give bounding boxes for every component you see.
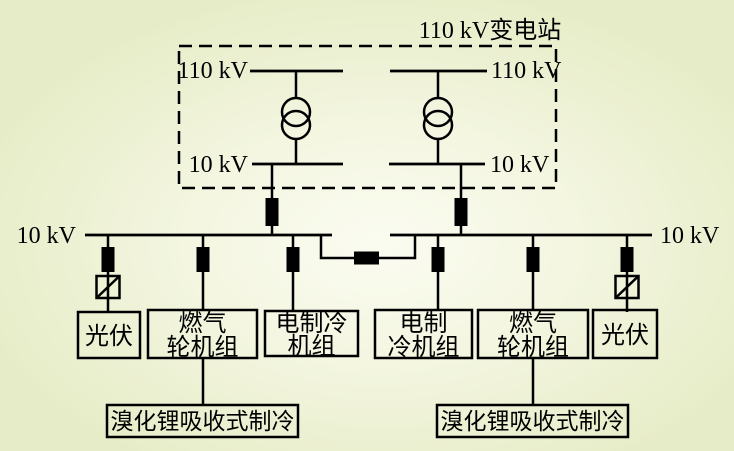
bus-tie [319,235,417,265]
hv-bus-right-label: 110 kV [491,58,562,84]
feeder-chiller-right [431,235,445,310]
load-box-gas-right-line1: 燃气 [509,310,557,337]
breaker-station-right-icon [454,198,468,226]
feeder-gas-left [196,235,210,310]
main-bus-left-label: 10 kV [17,223,77,249]
station-feeder-right [454,164,468,235]
breaker-gas-right-icon [526,247,540,272]
pv-inverter-left-icon [95,274,121,300]
pv-inverter-right-icon [614,274,640,300]
feeder-pv-left [95,235,121,312]
breaker-station-left-icon [265,198,279,226]
load-box-gas-left: 燃气 轮机组 [146,308,259,361]
substation-boundary [177,44,558,190]
breaker-pv-right-icon [620,247,634,272]
transformer-right-icon [422,71,454,164]
breaker-pv-left-icon [101,247,115,272]
feeder-chiller-left [286,235,300,310]
load-box-gas-left-line2: 轮机组 [167,334,239,361]
libr-chiller-left-label: 溴化锂吸收式制冷 [111,409,295,434]
load-box-gas-left-line1: 燃气 [179,310,227,337]
breaker-chiller-right-icon [431,247,445,272]
tie-breaker-icon [354,251,379,265]
mv-inner-left-label: 10 kV [189,152,249,178]
breaker-gas-left-icon [196,247,210,272]
load-box-chiller-right-line2: 冷机组 [388,334,460,361]
substation-title: 110 kV变电站 [419,17,561,44]
substation-group: 110 kV变电站 110 kV 110 kV 10 kV 10 kV [177,17,562,190]
feeder-pv-right [614,235,640,312]
mv-inner-right-label: 10 kV [490,152,550,178]
libr-chiller-right: 溴化锂吸收式制冷 [435,358,630,439]
breaker-chiller-left-icon [286,247,300,272]
transformer-left-icon [280,71,312,164]
libr-chiller-right-label: 溴化锂吸收式制冷 [441,409,625,434]
main-bus-right-label: 10 kV [660,223,720,249]
load-box-chiller-right-line1: 电制 [400,310,448,337]
load-box-pv-right: 光伏 [591,308,659,360]
load-box-chiller-left-line1: 电制冷 [276,310,348,337]
hv-bus-left-label: 110 kV [178,58,249,84]
load-box-chiller-right: 电制 冷机组 [373,308,474,361]
load-box-chiller-left-line2: 机组 [288,333,336,360]
station-feeder-left [265,164,279,235]
load-box-gas-right-line2: 轮机组 [497,334,569,361]
load-box-pv-left: 光伏 [76,310,142,360]
load-box-chiller-left: 电制冷 机组 [263,309,360,360]
libr-chiller-left: 溴化锂吸收式制冷 [105,358,300,439]
load-box-gas-right: 燃气 轮机组 [476,308,590,361]
load-box-pv-right-label: 光伏 [601,322,649,349]
feeder-gas-right [526,235,540,310]
load-box-pv-left-label: 光伏 [85,323,133,350]
